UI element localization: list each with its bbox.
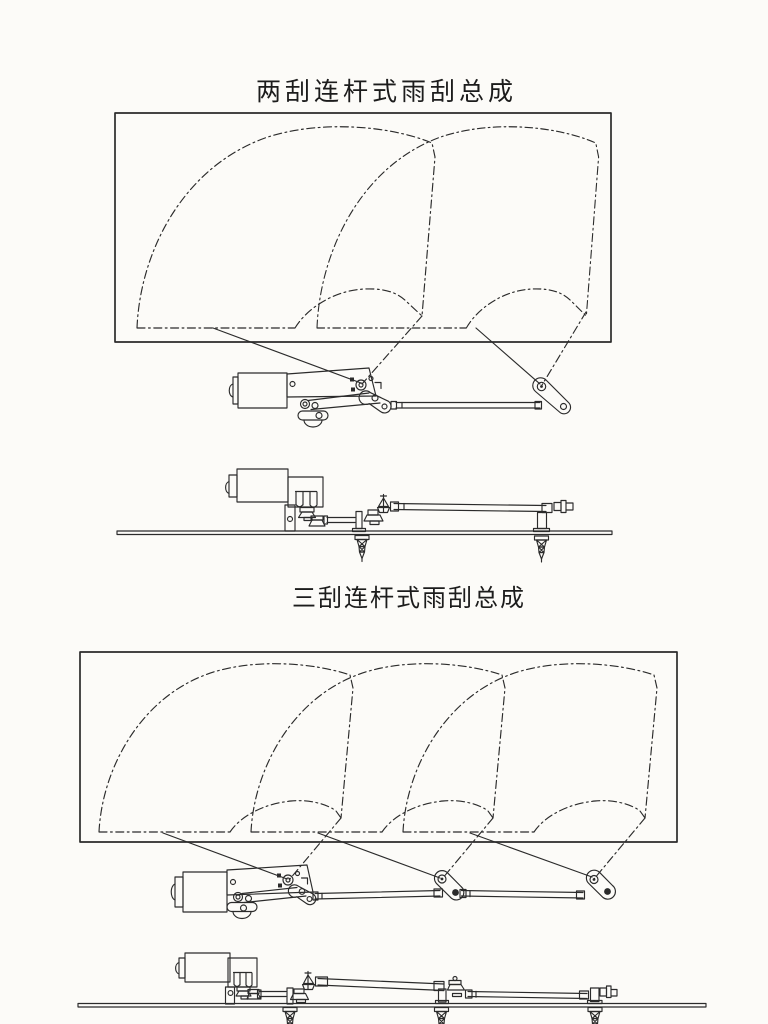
connecting-rod-b-2 xyxy=(459,888,586,900)
wiper-motor-top-2 xyxy=(170,871,228,913)
wiper-shaft-under-panel-2c xyxy=(587,1006,603,1024)
pivot-spindle-side-1b xyxy=(532,499,574,533)
drive-link-side-1 xyxy=(323,509,384,533)
linkage-top-view-2 xyxy=(170,864,616,920)
wiper-shaft-under-panel-1b xyxy=(533,535,550,563)
pivot-spindle-side-2c xyxy=(586,985,618,1005)
three-wiper-title: 三刮连杆式雨刮总成 xyxy=(292,584,526,612)
crank-joint-side-1 xyxy=(297,506,326,527)
wipe-fan-left xyxy=(136,126,436,329)
motor-bracket-side-2 xyxy=(224,986,236,1005)
wiper-motor-side-1 xyxy=(225,468,324,508)
connecting-rod-a-side-2 xyxy=(314,976,445,992)
pivot-spindle-side-2b xyxy=(434,975,466,1005)
wipe-patterns-1 xyxy=(136,126,600,329)
wipe-fan-right xyxy=(316,126,600,329)
wiper-motor-side-2 xyxy=(175,952,258,988)
wipe-patterns-2 xyxy=(98,663,658,833)
three-wiper-diagram xyxy=(77,651,707,1024)
connecting-rod-1 xyxy=(390,400,543,410)
connecting-rod-side-1 xyxy=(389,501,553,514)
wiper-shaft-under-panel-2b xyxy=(433,1006,450,1024)
motor-bracket-side-1 xyxy=(284,504,296,532)
mounting-panel-2 xyxy=(77,1002,707,1008)
bell-crank-middle-2 xyxy=(433,870,465,901)
bell-crank-right-2 xyxy=(585,869,616,900)
pivot-spindle-side-2a xyxy=(301,970,316,991)
bell-crank-right-1 xyxy=(532,377,572,415)
pivot-spindle-side-1a xyxy=(376,493,391,514)
two-wiper-title: 两刮连杆式雨刮总成 xyxy=(256,77,518,106)
windshield-outline-1 xyxy=(114,112,612,343)
two-wiper-diagram xyxy=(114,112,613,563)
windshield-outline-2 xyxy=(79,651,678,843)
wiper-shaft-1a xyxy=(350,375,382,392)
wiper-shaft-2a xyxy=(277,870,309,888)
wipe-fan-left xyxy=(98,663,354,833)
crank-joint-side-2 xyxy=(235,986,262,1000)
wiper-motor-top-1 xyxy=(228,372,288,409)
wipe-fan-right xyxy=(402,663,658,833)
projection-lines-2 xyxy=(162,817,646,881)
mounting-plate-top-1 xyxy=(286,367,377,398)
wiper-shaft-under-panel-2a xyxy=(282,1006,298,1024)
wiper-shaft-under-panel-1a xyxy=(354,534,370,563)
linkage-top-view-1 xyxy=(228,367,572,428)
linkage-side-view-2 xyxy=(77,952,707,1024)
wipe-fan-middle xyxy=(250,663,506,833)
projection-lines-1 xyxy=(212,311,587,386)
connecting-rod-a-2 xyxy=(312,888,444,901)
mounting-panel-1 xyxy=(116,530,613,536)
motor-crank-1 xyxy=(297,392,381,428)
linkage-side-view-1 xyxy=(116,468,613,563)
drive-link-side-2 xyxy=(256,987,310,1005)
connecting-rod-b-side-2 xyxy=(464,989,590,1000)
